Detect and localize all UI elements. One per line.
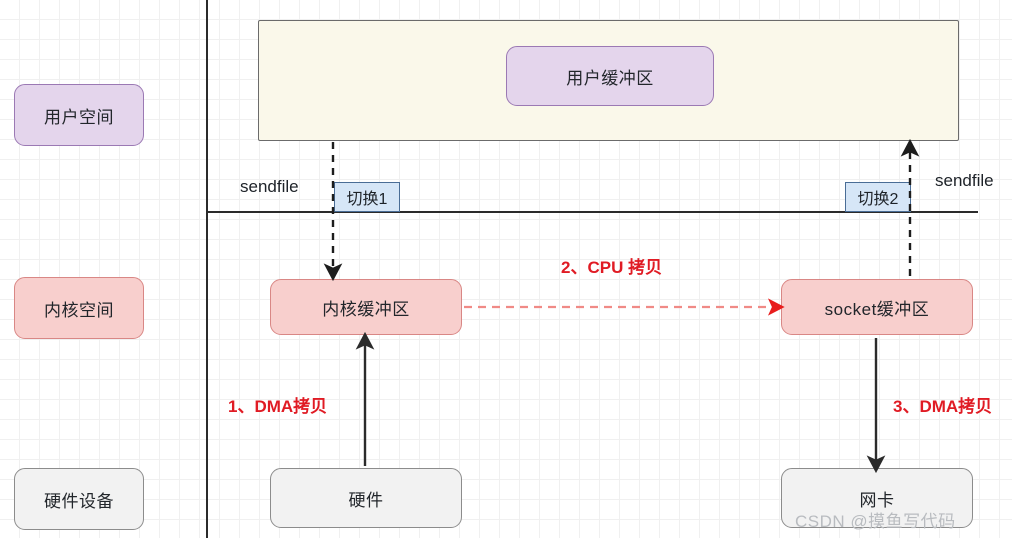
user-kernel-boundary-line: [206, 211, 978, 213]
label-sendfile-right-text: sendfile: [935, 171, 994, 190]
vertical-divider-line: [206, 0, 208, 538]
node-socket-buffer-label: socket缓冲区: [824, 299, 930, 319]
label-sendfile-left-text: sendfile: [240, 177, 299, 196]
lane-label-hardware[interactable]: 硬件设备: [14, 468, 144, 530]
lane-label-kernel-space[interactable]: 内核空间: [14, 277, 144, 339]
lane-label-user-space-text: 用户空间: [44, 107, 114, 127]
label-copy-2: 2、CPU 拷贝: [561, 253, 662, 278]
switch-2-label: 切换2: [857, 191, 899, 208]
csdn-watermark: CSDN @摸鱼写代码: [795, 507, 956, 532]
label-copy-3: 3、DMA拷贝: [893, 392, 992, 417]
label-sendfile-left: sendfile: [240, 177, 299, 197]
label-copy-1: 1、DMA拷贝: [228, 392, 327, 417]
label-sendfile-right: sendfile: [935, 171, 994, 191]
node-nic[interactable]: 网卡: [781, 468, 973, 528]
lane-label-hardware-text: 硬件设备: [44, 491, 114, 511]
csdn-watermark-text: CSDN @摸鱼写代码: [795, 512, 956, 531]
lane-label-user-space[interactable]: 用户空间: [14, 84, 144, 146]
label-copy-3-text: 3、DMA拷贝: [893, 397, 993, 416]
node-nic-label: 网卡: [859, 490, 895, 510]
label-copy-1-text: 1、DMA拷贝: [228, 397, 328, 416]
node-hardware-label: 硬件: [348, 490, 384, 510]
label-copy-2-text: 2、CPU 拷贝: [561, 258, 663, 277]
switch-2-chip[interactable]: 切换2: [845, 182, 911, 212]
switch-1-label: 切换1: [346, 191, 388, 208]
switch-1-chip[interactable]: 切换1: [334, 182, 400, 212]
node-user-buffer-label: 用户缓冲区: [566, 68, 654, 88]
lane-label-kernel-space-text: 内核空间: [44, 300, 114, 320]
node-kernel-buffer[interactable]: 内核缓冲区: [270, 279, 462, 335]
node-socket-buffer[interactable]: socket缓冲区: [781, 279, 973, 335]
node-user-buffer[interactable]: 用户缓冲区: [506, 46, 714, 106]
node-hardware[interactable]: 硬件: [270, 468, 462, 528]
node-kernel-buffer-label: 内核缓冲区: [322, 299, 410, 319]
